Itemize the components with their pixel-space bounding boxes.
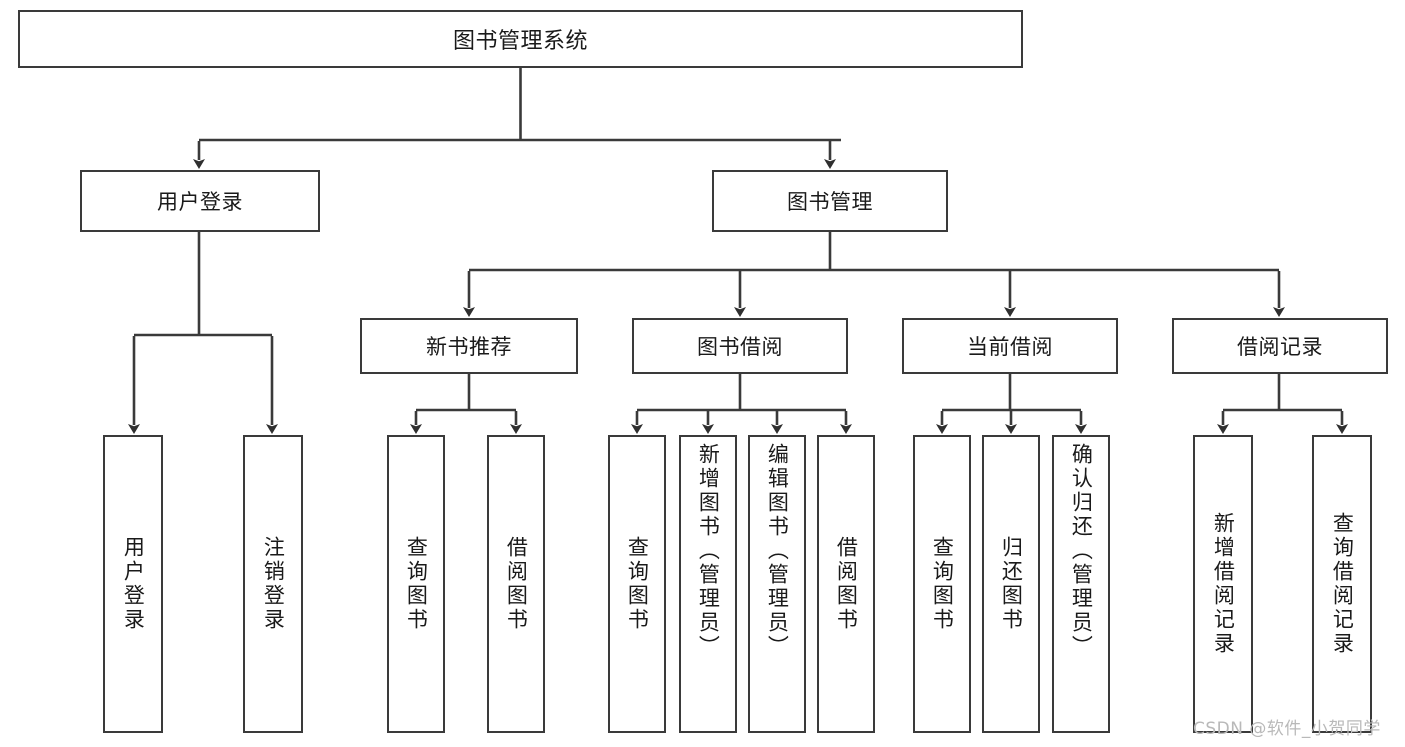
node-leaf-1[interactable]: 注销登录: [243, 435, 303, 733]
node-label: 查询图书: [625, 536, 650, 632]
node-leaf-4[interactable]: 查询图书: [608, 435, 666, 733]
node-label: 借阅图书: [834, 536, 859, 632]
node-root[interactable]: 图书管理系统: [18, 10, 1023, 68]
node-leaf-11[interactable]: 新增借阅记录: [1193, 435, 1253, 733]
node-label: 图书借阅: [697, 335, 783, 359]
node-leaf-10[interactable]: 确认归还（管理员）: [1052, 435, 1110, 733]
node-leaf-9[interactable]: 归还图书: [982, 435, 1040, 733]
node-level2-2[interactable]: 当前借阅: [902, 318, 1118, 374]
node-label: 查询图书: [404, 536, 429, 632]
node-leaf-2[interactable]: 查询图书: [387, 435, 445, 733]
node-label: 确认归还（管理员）: [1069, 443, 1094, 659]
node-label: 查询借阅记录: [1330, 512, 1355, 656]
node-label: 新书推荐: [426, 335, 512, 359]
node-label: 图书管理: [787, 190, 873, 214]
node-level2-0[interactable]: 新书推荐: [360, 318, 578, 374]
node-leaf-12[interactable]: 查询借阅记录: [1312, 435, 1372, 733]
node-leaf-6[interactable]: 编辑图书（管理员）: [748, 435, 806, 733]
node-label: 新增借阅记录: [1211, 512, 1236, 656]
node-leaf-7[interactable]: 借阅图书: [817, 435, 875, 733]
node-label: 查询图书: [930, 536, 955, 632]
node-label: 图书管理系统: [452, 29, 588, 54]
node-label: 注销登录: [261, 536, 286, 632]
node-label: 新增图书（管理员）: [696, 443, 721, 659]
node-level2-3[interactable]: 借阅记录: [1172, 318, 1388, 374]
node-label: 用户登录: [121, 536, 146, 632]
node-leaf-5[interactable]: 新增图书（管理员）: [679, 435, 737, 733]
node-label: 当前借阅: [967, 335, 1053, 359]
node-level2-1[interactable]: 图书借阅: [632, 318, 848, 374]
node-leaf-8[interactable]: 查询图书: [913, 435, 971, 733]
node-leaf-3[interactable]: 借阅图书: [487, 435, 545, 733]
watermark: CSDN @软件_小贺同学: [1193, 719, 1381, 739]
node-level1-1[interactable]: 图书管理: [712, 170, 948, 232]
node-label: 归还图书: [999, 536, 1024, 632]
node-level1-0[interactable]: 用户登录: [80, 170, 320, 232]
node-label: 借阅记录: [1237, 335, 1323, 359]
node-label: 借阅图书: [504, 536, 529, 632]
node-label: 用户登录: [157, 190, 243, 214]
node-label: 编辑图书（管理员）: [765, 443, 790, 659]
node-leaf-0[interactable]: 用户登录: [103, 435, 163, 733]
